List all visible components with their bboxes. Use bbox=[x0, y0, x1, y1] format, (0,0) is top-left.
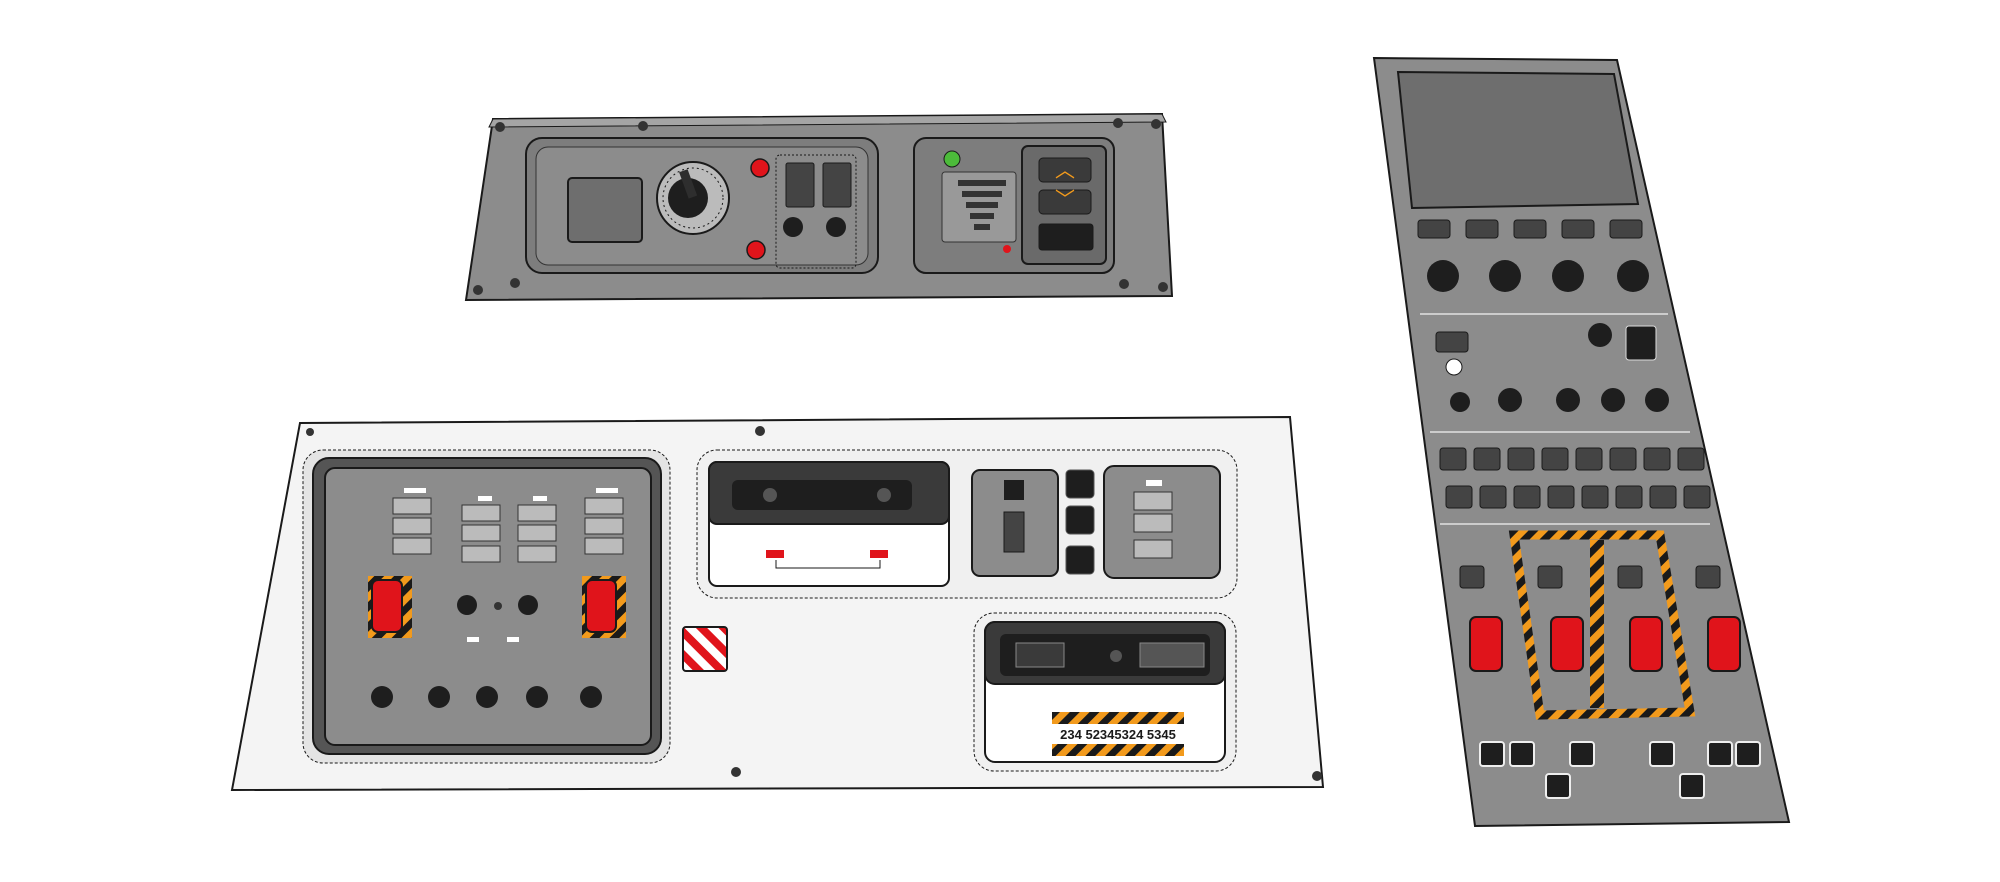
small-knob-icon[interactable] bbox=[783, 217, 803, 237]
red-guarded-switch[interactable] bbox=[585, 579, 617, 633]
square-button[interactable] bbox=[1625, 325, 1657, 361]
side-panel bbox=[1372, 56, 1791, 828]
bottom-panel: 234 52345324 5345 bbox=[230, 415, 1325, 792]
toggle-switch[interactable] bbox=[785, 162, 815, 208]
knob-icon[interactable] bbox=[371, 595, 602, 708]
serial-number-label: 234 52345324 5345 bbox=[1060, 727, 1176, 742]
square-button[interactable] bbox=[1004, 480, 1024, 500]
hazard-stripes-icon bbox=[682, 626, 728, 672]
softkey-button[interactable] bbox=[1439, 447, 1711, 509]
speaker-grille bbox=[958, 180, 1006, 230]
black-button[interactable] bbox=[1038, 223, 1094, 251]
red-indicator-light bbox=[750, 158, 770, 178]
switch-key[interactable] bbox=[392, 497, 624, 563]
square-button[interactable] bbox=[1459, 565, 1721, 589]
push-button[interactable] bbox=[1479, 741, 1761, 799]
small-knob-icon[interactable] bbox=[826, 217, 846, 237]
arrow-up-button[interactable] bbox=[1038, 157, 1092, 183]
small-screen bbox=[567, 177, 643, 243]
square-button[interactable] bbox=[1435, 331, 1469, 353]
knob-icon[interactable] bbox=[1427, 260, 1669, 412]
screw-icon bbox=[306, 426, 1322, 781]
toggle-switch[interactable] bbox=[822, 162, 852, 208]
softkey-button[interactable] bbox=[1417, 219, 1643, 239]
chevron-down-icon: ﹀ bbox=[1055, 188, 1075, 211]
switch-key[interactable] bbox=[1133, 491, 1173, 559]
push-button[interactable] bbox=[1065, 469, 1095, 575]
green-indicator-light bbox=[943, 150, 961, 168]
white-indicator-light bbox=[1445, 358, 1463, 376]
lcd-display bbox=[1139, 642, 1205, 668]
rotary-knob-icon[interactable] bbox=[668, 178, 708, 218]
screw-icon bbox=[473, 118, 1168, 295]
top-panel: ︿ ﹀ bbox=[464, 112, 1174, 302]
arrow-down-button[interactable] bbox=[1038, 189, 1092, 215]
red-guarded-switch[interactable] bbox=[1469, 616, 1741, 672]
red-guarded-switch[interactable] bbox=[371, 579, 403, 633]
screen-icon bbox=[1396, 70, 1640, 210]
chevron-up-icon: ︿ bbox=[1055, 160, 1075, 182]
red-indicator-light bbox=[746, 240, 766, 260]
rocker-switch[interactable] bbox=[1003, 511, 1025, 553]
